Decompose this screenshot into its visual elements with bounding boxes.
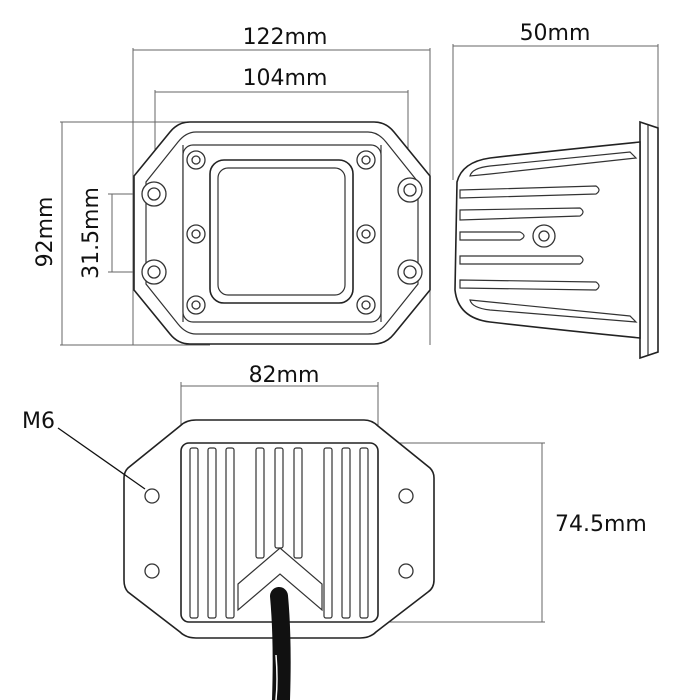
label-depth: 50mm [520, 21, 591, 46]
mount-hole-bottom-left [141, 259, 167, 285]
back-hole-bottom-right [398, 563, 414, 579]
side-fin-7 [469, 299, 638, 323]
power-cable [270, 587, 291, 700]
side-flange [639, 120, 659, 360]
back-fin-1 [189, 447, 199, 619]
side-fin-3 [459, 207, 584, 221]
label-width-overall: 122mm [243, 25, 328, 50]
screw-top-right [356, 150, 376, 170]
side-fin-1 [469, 151, 638, 177]
front-view: 122mm 104mm 92mm 31.5mm [33, 25, 431, 346]
back-view: 82mm 74.5mm M6 [22, 363, 647, 700]
back-hole-bottom-left [144, 563, 160, 579]
back-hole-top-left [144, 488, 160, 504]
back-fin-7 [323, 447, 333, 619]
back-fin-9 [359, 447, 369, 619]
screw-top-left [186, 150, 206, 170]
screw-mid-right [356, 224, 376, 244]
back-fin-5 [274, 447, 284, 549]
label-hole-spacing: 31.5mm [79, 187, 104, 279]
label-housing-width: 82mm [249, 363, 320, 388]
back-fin-4 [255, 447, 265, 559]
label-housing-height: 74.5mm [555, 512, 647, 537]
back-fin-3 [225, 447, 235, 619]
back-chevron [237, 547, 323, 612]
label-width-mount: 104mm [243, 66, 328, 91]
back-fin-6 [293, 447, 303, 559]
label-thread: M6 [22, 409, 55, 434]
screw-bottom-left [186, 295, 206, 315]
mount-hole-top-left [141, 181, 167, 207]
m6-leader-line [57, 427, 146, 490]
screw-bottom-right [356, 295, 376, 315]
back-fin-2 [207, 447, 217, 619]
side-fin-2 [459, 185, 600, 199]
lens-inner [217, 167, 346, 296]
cable-highlight [275, 654, 278, 700]
side-fin-4 [459, 231, 525, 241]
side-fin-6 [459, 279, 600, 291]
back-fins [189, 447, 369, 619]
back-hole-top-right [398, 488, 414, 504]
label-height-overall: 92mm [33, 197, 58, 268]
side-fin-5 [459, 255, 584, 265]
mount-hole-top-right [397, 177, 423, 203]
screw-mid-left [186, 224, 206, 244]
mount-hole-bottom-right [397, 259, 423, 285]
side-bolt [532, 224, 556, 248]
side-view: 50mm [452, 21, 659, 360]
back-fin-8 [341, 447, 351, 619]
